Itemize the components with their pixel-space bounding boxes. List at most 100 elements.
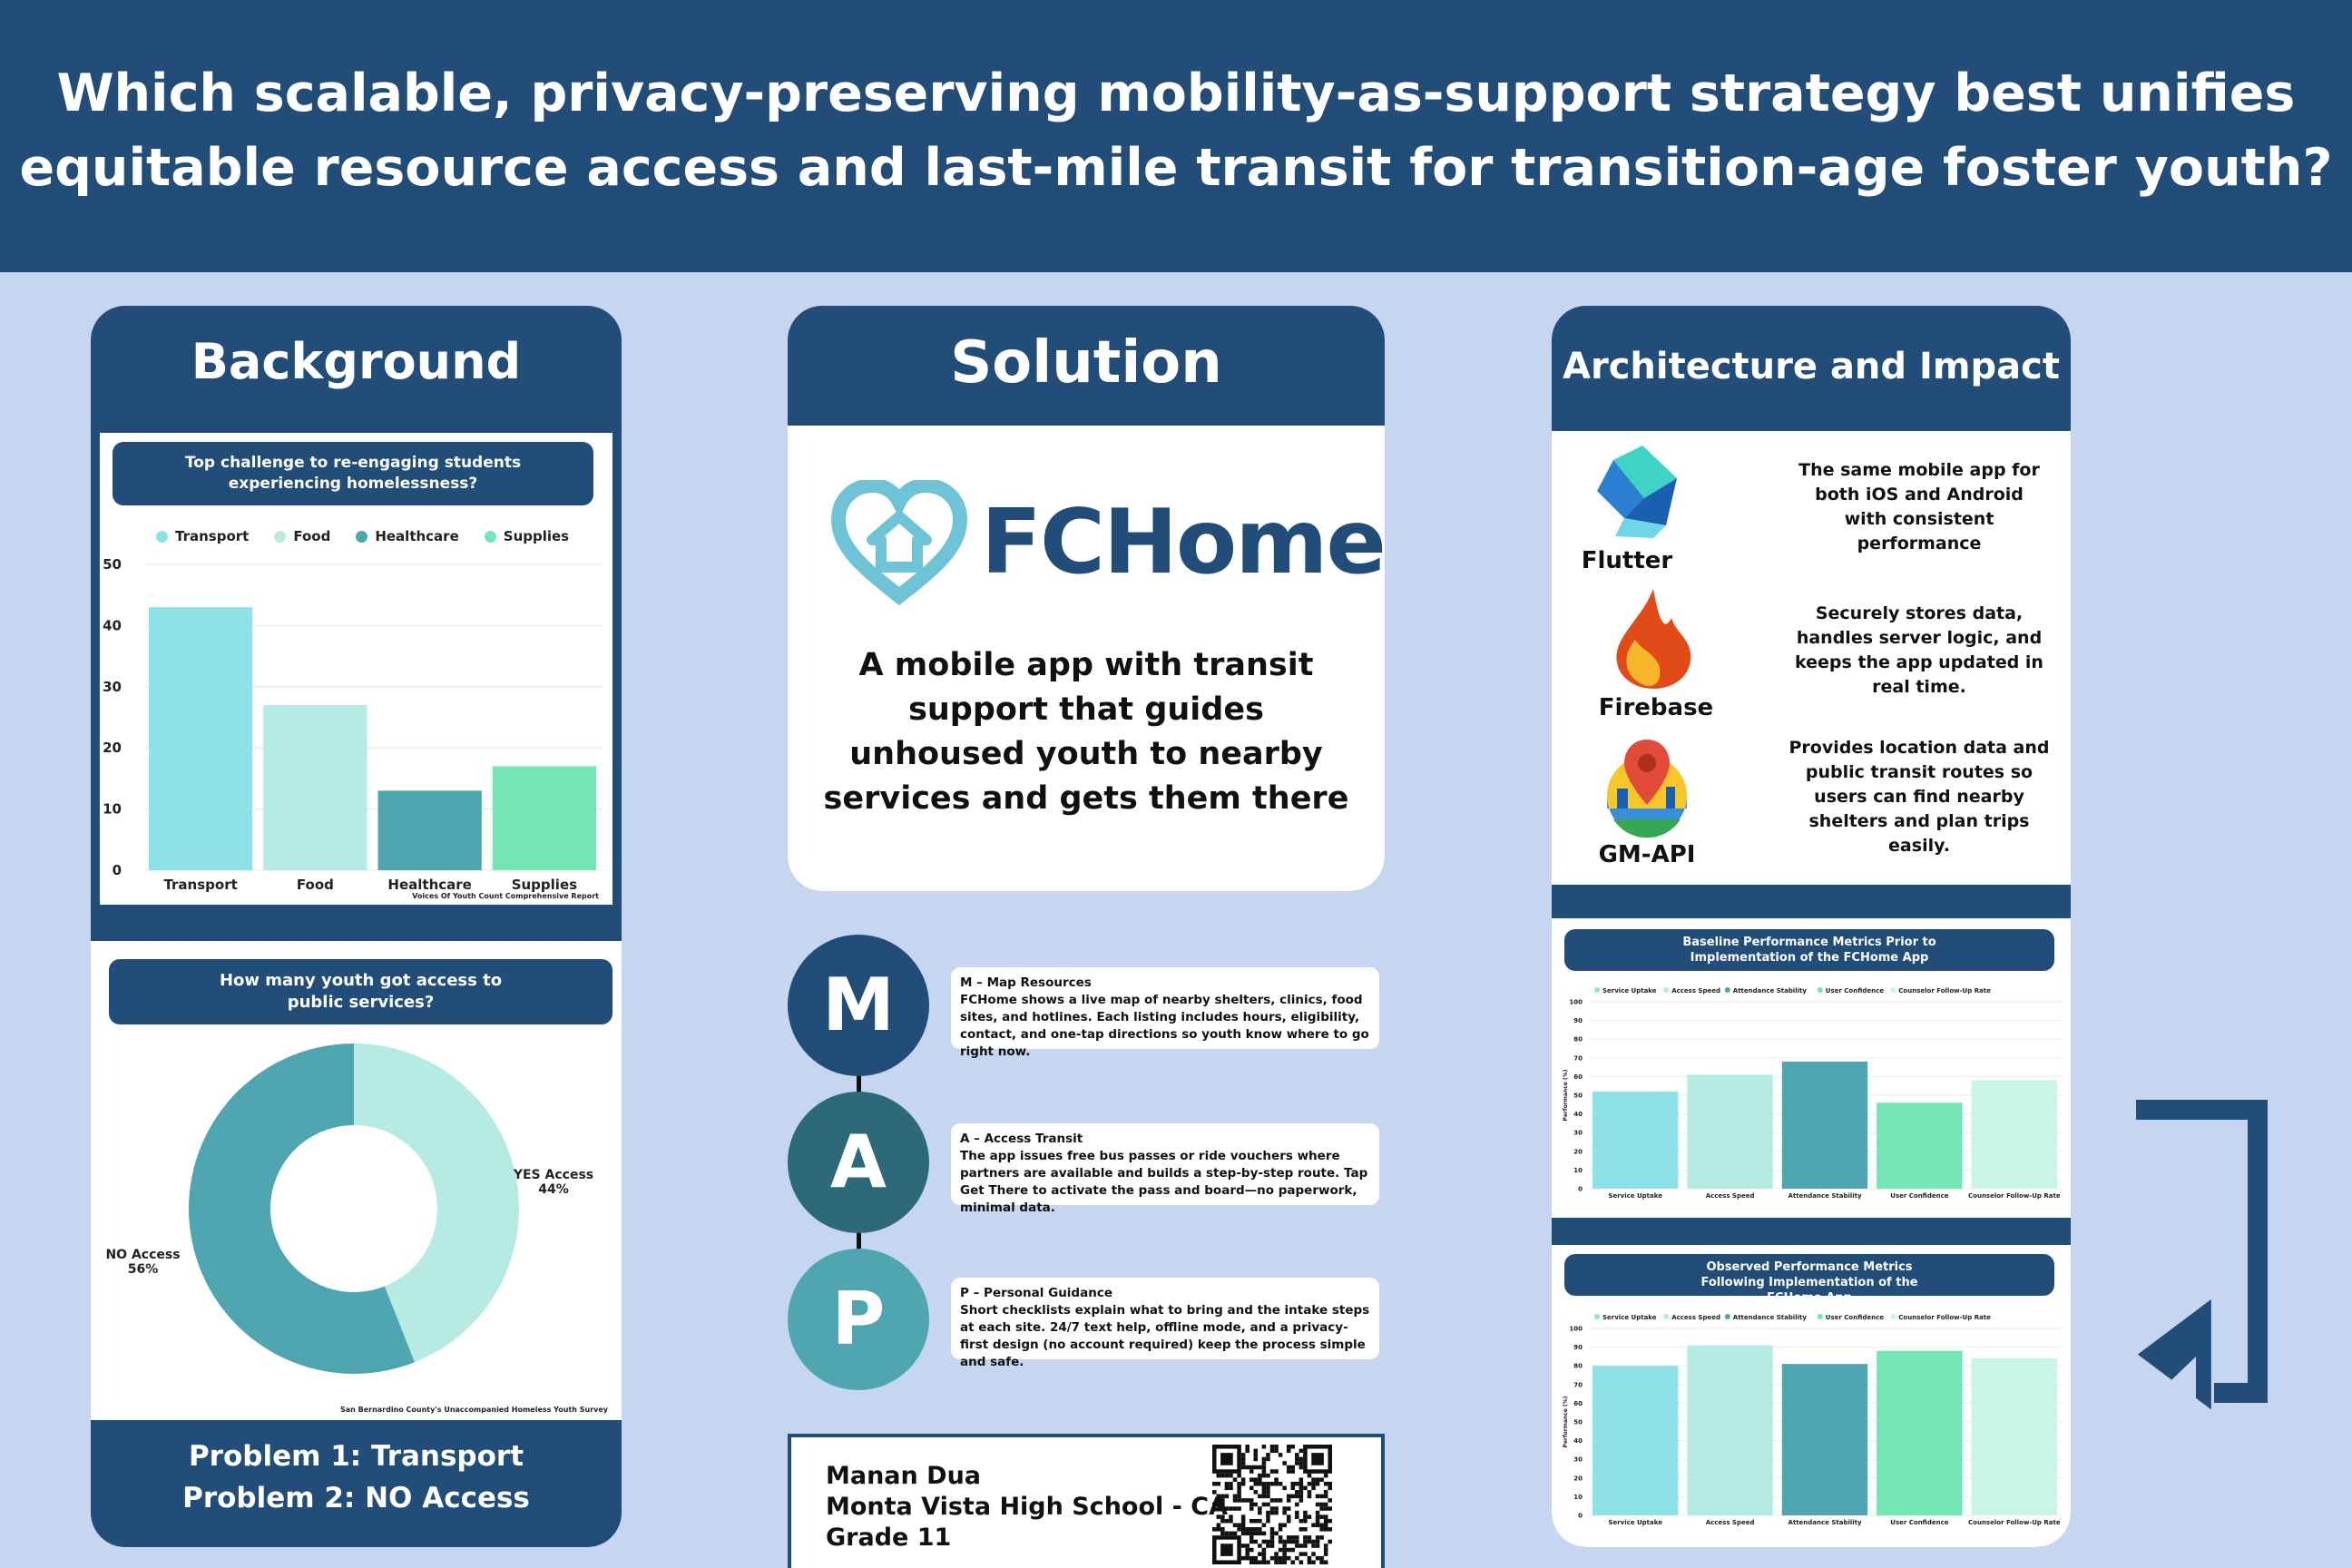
legend-dot bbox=[1724, 987, 1730, 993]
qr-module bbox=[1229, 1473, 1233, 1478]
qr-module bbox=[1298, 1461, 1304, 1465]
qr-module bbox=[1253, 1531, 1259, 1536]
legend-label: User Confidence bbox=[1826, 1314, 1884, 1321]
legend-dot bbox=[1890, 987, 1896, 993]
qr-module bbox=[1323, 1552, 1328, 1556]
x-tick-label: User Confidence bbox=[1890, 1519, 1948, 1526]
qr-module bbox=[1261, 1555, 1267, 1561]
firebase-desc: Securely stores data,handles server logi… bbox=[1795, 603, 2043, 697]
bar bbox=[1687, 1074, 1773, 1189]
qr-module bbox=[1249, 1539, 1254, 1544]
y-tick-label: 70 bbox=[1573, 1381, 1583, 1388]
qr-module bbox=[1258, 1560, 1262, 1564]
qr-module bbox=[1303, 1518, 1308, 1524]
qr-module bbox=[1298, 1481, 1304, 1486]
x-tick-label: Supplies bbox=[512, 877, 577, 893]
map-card-m: M – Map Resources FCHome shows a live ma… bbox=[951, 967, 1379, 1059]
qr-module bbox=[1266, 1518, 1270, 1524]
qr-module bbox=[1258, 1465, 1262, 1470]
qr-module bbox=[1258, 1477, 1262, 1482]
bar bbox=[1877, 1350, 1963, 1515]
qr-module bbox=[1261, 1485, 1267, 1491]
qr-module bbox=[1232, 1494, 1238, 1499]
qr-module bbox=[1220, 1494, 1225, 1499]
qr-module bbox=[1258, 1481, 1262, 1486]
y-tick-label: 0 bbox=[1578, 1186, 1583, 1193]
qr-module bbox=[1229, 1518, 1233, 1524]
qr-module bbox=[1258, 1527, 1262, 1532]
qr-module bbox=[1249, 1498, 1254, 1503]
qr-module bbox=[1220, 1514, 1225, 1519]
solution-heading: Solution bbox=[950, 329, 1222, 397]
qr-module bbox=[1290, 1535, 1296, 1540]
qr-module bbox=[1229, 1485, 1233, 1491]
qr-module bbox=[1237, 1473, 1241, 1478]
qr-module bbox=[1290, 1560, 1296, 1564]
qr-module bbox=[1274, 1531, 1279, 1536]
qr-module bbox=[1240, 1465, 1246, 1470]
bar-food bbox=[263, 705, 368, 870]
qr-module bbox=[1290, 1445, 1296, 1449]
qr-module bbox=[1237, 1527, 1241, 1532]
qr-module bbox=[1240, 1514, 1246, 1519]
qr-module bbox=[1237, 1506, 1241, 1511]
qr-module bbox=[1286, 1465, 1291, 1470]
qr-module bbox=[1323, 1527, 1328, 1532]
qr-module bbox=[1269, 1539, 1275, 1544]
legend-dot bbox=[1890, 1314, 1896, 1319]
qr-module bbox=[1286, 1514, 1291, 1519]
qr-module bbox=[1323, 1506, 1328, 1511]
qr-module bbox=[1249, 1485, 1254, 1491]
qr-module bbox=[1295, 1535, 1299, 1540]
qr-module bbox=[1245, 1544, 1250, 1548]
qr-module bbox=[1216, 1502, 1221, 1507]
qr-module bbox=[1278, 1535, 1283, 1540]
qr-code-icon[interactable] bbox=[1212, 1445, 1332, 1564]
qr-module bbox=[1295, 1514, 1299, 1519]
qr-module bbox=[1216, 1506, 1221, 1511]
qr-module bbox=[1307, 1539, 1312, 1544]
qr-module bbox=[1266, 1490, 1270, 1494]
bar bbox=[1971, 1357, 2057, 1515]
qr-module bbox=[1269, 1481, 1275, 1486]
qr-module bbox=[1311, 1481, 1316, 1486]
qr-finder-core bbox=[1311, 1453, 1324, 1465]
qr-module bbox=[1295, 1453, 1299, 1457]
x-tick-label: Service Uptake bbox=[1608, 1519, 1662, 1526]
legend-label: User Confidence bbox=[1826, 987, 1884, 995]
qr-module bbox=[1220, 1498, 1225, 1503]
y-tick-label: 20 bbox=[103, 740, 122, 756]
qr-module bbox=[1328, 1485, 1332, 1491]
y-tick-label: 100 bbox=[1569, 1326, 1583, 1333]
author-info: Manan Dua Monta Vista High School - CA G… bbox=[826, 1461, 1228, 1553]
qr-module bbox=[1266, 1494, 1270, 1499]
legend-dot bbox=[1663, 987, 1670, 993]
qr-module bbox=[1323, 1481, 1328, 1486]
qr-module bbox=[1282, 1555, 1287, 1561]
qr-module bbox=[1319, 1502, 1324, 1507]
qr-module bbox=[1266, 1560, 1270, 1564]
qr-module bbox=[1258, 1494, 1262, 1499]
qr-module bbox=[1249, 1477, 1254, 1482]
bar-supplies bbox=[492, 766, 596, 870]
qr-module bbox=[1298, 1494, 1304, 1499]
donut-slice-no bbox=[189, 1044, 415, 1374]
qr-module bbox=[1319, 1535, 1324, 1540]
qr-module bbox=[1237, 1494, 1241, 1499]
map-card-p-title: P – Personal Guidance bbox=[960, 1286, 1112, 1300]
qr-module bbox=[1245, 1547, 1250, 1553]
architecture-heading: Architecture and Impact bbox=[1563, 346, 2060, 387]
qr-module bbox=[1266, 1510, 1270, 1515]
qr-module bbox=[1282, 1539, 1287, 1544]
qr-module bbox=[1307, 1535, 1312, 1540]
y-tick-label: 60 bbox=[1573, 1400, 1583, 1407]
qr-module bbox=[1328, 1539, 1332, 1544]
poster-title-line-1: Which scalable, privacy-preserving mobil… bbox=[56, 64, 2296, 123]
qr-module bbox=[1278, 1453, 1283, 1457]
author-card: Manan Dua Monta Vista High School - CA G… bbox=[788, 1434, 1385, 1568]
qr-module bbox=[1319, 1527, 1324, 1532]
qr-module bbox=[1311, 1544, 1316, 1548]
qr-module bbox=[1269, 1498, 1275, 1503]
